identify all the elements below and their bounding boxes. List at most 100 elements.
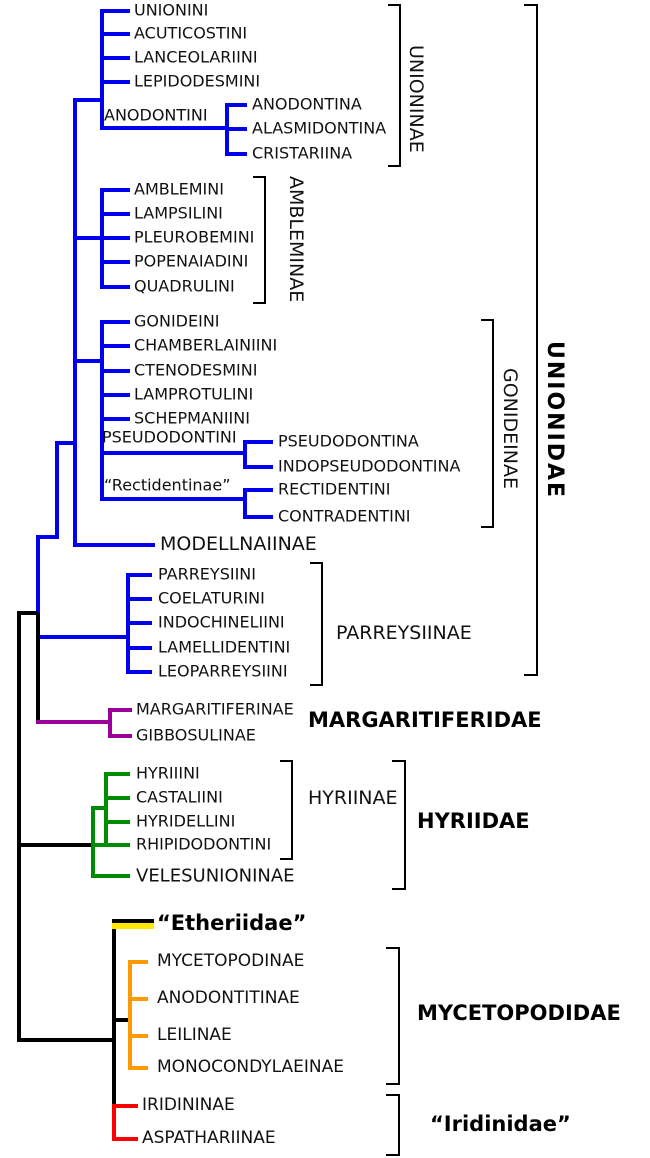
branch-rhipidodontini [91, 843, 130, 847]
tip-lanceolariini: LANCEOLARIINI [134, 47, 258, 67]
stem-unionidae-margaritiferidae [17, 611, 38, 615]
branch-etheriidae-black [112, 919, 154, 923]
tip-lamprotulini: LAMPROTULINI [134, 384, 254, 404]
tip-monocondylaeinae: MONOCONDYLAEINAE [157, 1057, 344, 1078]
tip-chamberlainiini: CHAMBERLAINIINI [134, 335, 278, 355]
tip-lamellidentini: LAMELLIDENTINI [158, 637, 291, 657]
label-anodontini: ANODONTINI [104, 105, 208, 125]
branch-rectidentini [243, 488, 273, 492]
stem-parreysiinae [36, 635, 130, 639]
tip-mycetopodinae: MYCETOPODINAE [157, 951, 305, 972]
bracket-parreysiinae [310, 562, 323, 686]
tip-cristariina: CRISTARIINA [252, 143, 353, 163]
backbone-jog-vertical [55, 441, 59, 539]
tip-hyriiini: HYRIIINI [136, 763, 200, 783]
tip-gonideini: GONIDEINI [134, 311, 220, 331]
branch-lamprotulini [100, 393, 130, 397]
bracket-hyriinae [280, 760, 293, 860]
tip-castaliini: CASTALIINI [136, 787, 223, 807]
stem-hyriidae [17, 843, 95, 847]
tip-contradentini: CONTRADENTINI [278, 506, 411, 526]
label-gonideinae-rotated: GONIDEINAE [499, 368, 521, 489]
label-hyriidae: HYRIIDAE [417, 809, 530, 834]
branch-anodontitinae [128, 997, 148, 1001]
tip-rhipidodontini: RHIPIDODONTINI [136, 834, 272, 854]
bracket-mycetopodidae [386, 947, 400, 1085]
branch-amblemini [100, 188, 130, 192]
stem-gonideinae [75, 359, 100, 363]
branch-cristariina [225, 152, 247, 156]
stem-unioninae [75, 98, 102, 102]
tip-gibbosulinae: GIBBOSULINAE [136, 725, 256, 745]
node-unioninae-vertical [100, 9, 104, 130]
tip-iridininae: IRIDININAE [142, 1095, 235, 1116]
branch-castaliini [104, 796, 130, 800]
branch-leoparreysiini [126, 670, 152, 674]
tip-schepmaniini: SCHEPMANIINI [134, 408, 250, 428]
backbone-jog-horizontal-1 [55, 441, 77, 445]
tip-lepidodesmini: LEPIDODESMINI [134, 71, 261, 91]
branch-etheriidae-yellow-highlight [112, 923, 154, 929]
backbone-unionidae-vertical [73, 98, 77, 547]
branch-parreysiini [126, 573, 152, 577]
tip-coelaturini: COELATURINI [158, 588, 265, 608]
stem-southern-clade [17, 1038, 116, 1042]
branch-popenaiadini [100, 260, 130, 264]
node-margaritiferidae-vertical [108, 708, 112, 738]
tip-amblemini: AMBLEMINI [134, 179, 224, 199]
branch-lepidodesmini [100, 80, 130, 84]
tip-pleurobemini: PLEUROBEMINI [134, 227, 255, 247]
stem-mycetopodidae [112, 1018, 132, 1022]
bracket-ambleminae [253, 176, 266, 304]
branch-unionini [100, 9, 130, 13]
branch-anodontina [225, 103, 247, 107]
stem-margaritiferidae-purple [36, 720, 110, 724]
node-rectidentinae-vertical [243, 488, 247, 519]
tip-alasmidontina: ALASMIDONTINA [252, 118, 387, 138]
bracket-gonideinae [481, 319, 494, 528]
bracket-unioninae [388, 4, 401, 167]
bracket-iridinidae [386, 1094, 400, 1156]
label-iridinidae: “Iridinidae” [430, 1112, 571, 1137]
label-parreysiinae: PARREYSIINAE [336, 622, 472, 645]
node-unionidae-margaritiferidae-vertical [36, 613, 40, 722]
bracket-unionidae [524, 4, 538, 676]
branch-contradentini [243, 515, 273, 519]
branch-schepmaniini [100, 417, 130, 421]
tip-margaritiferinae: MARGARITIFERINAE [136, 699, 294, 719]
branch-alasmidontina [225, 127, 247, 131]
bracket-hyriidae [392, 760, 406, 890]
tip-indochineliini: INDOCHINELIINI [158, 612, 285, 632]
backbone-lower-vertical [36, 535, 40, 642]
tip-indopseudodontina: INDOPSEUDODONTINA [278, 456, 461, 476]
tip-leilinae: LEILINAE [157, 1025, 232, 1046]
branch-anodontini [100, 126, 229, 130]
label-etheriidae: “Etheriidae” [157, 911, 307, 936]
branch-iridininae [112, 1104, 138, 1108]
node-iridinidae-vertical [112, 1104, 116, 1141]
branch-lamellidentini [126, 646, 152, 650]
tip-rectidentini: RECTIDENTINI [278, 479, 391, 499]
label-pseudodontini: PSEUDODONTINI [102, 427, 237, 447]
branch-margaritiferinae [108, 708, 132, 712]
node-gonideinae-vertical [100, 320, 104, 501]
node-hyriidae-vertical [91, 806, 95, 878]
label-rectidentinae: “Rectidentinae” [104, 475, 231, 495]
tip-aspathariinae: ASPATHARIINAE [142, 1128, 276, 1149]
branch-leilinae [128, 1034, 148, 1038]
branch-pseudodontini [100, 451, 247, 455]
stem-hyriinae [91, 806, 108, 810]
node-hyriinae-vertical [104, 772, 108, 847]
branch-pseudodontina [243, 440, 273, 444]
label-mycetopodidae: MYCETOPODIDAE [417, 1001, 621, 1026]
tip-anodontitinae: ANODONTITINAE [157, 988, 300, 1009]
label-hyriinae: HYRIINAE [308, 787, 398, 810]
tip-unionini: UNIONINI [134, 0, 209, 20]
backbone-jog-horizontal-2 [36, 535, 59, 539]
branch-indopseudodontina [243, 465, 273, 469]
branch-gibbosulinae [108, 734, 132, 738]
branch-hyriiini [104, 772, 130, 776]
branch-quadrulini [100, 285, 130, 289]
tip-anodontina: ANODONTINA [252, 94, 362, 114]
